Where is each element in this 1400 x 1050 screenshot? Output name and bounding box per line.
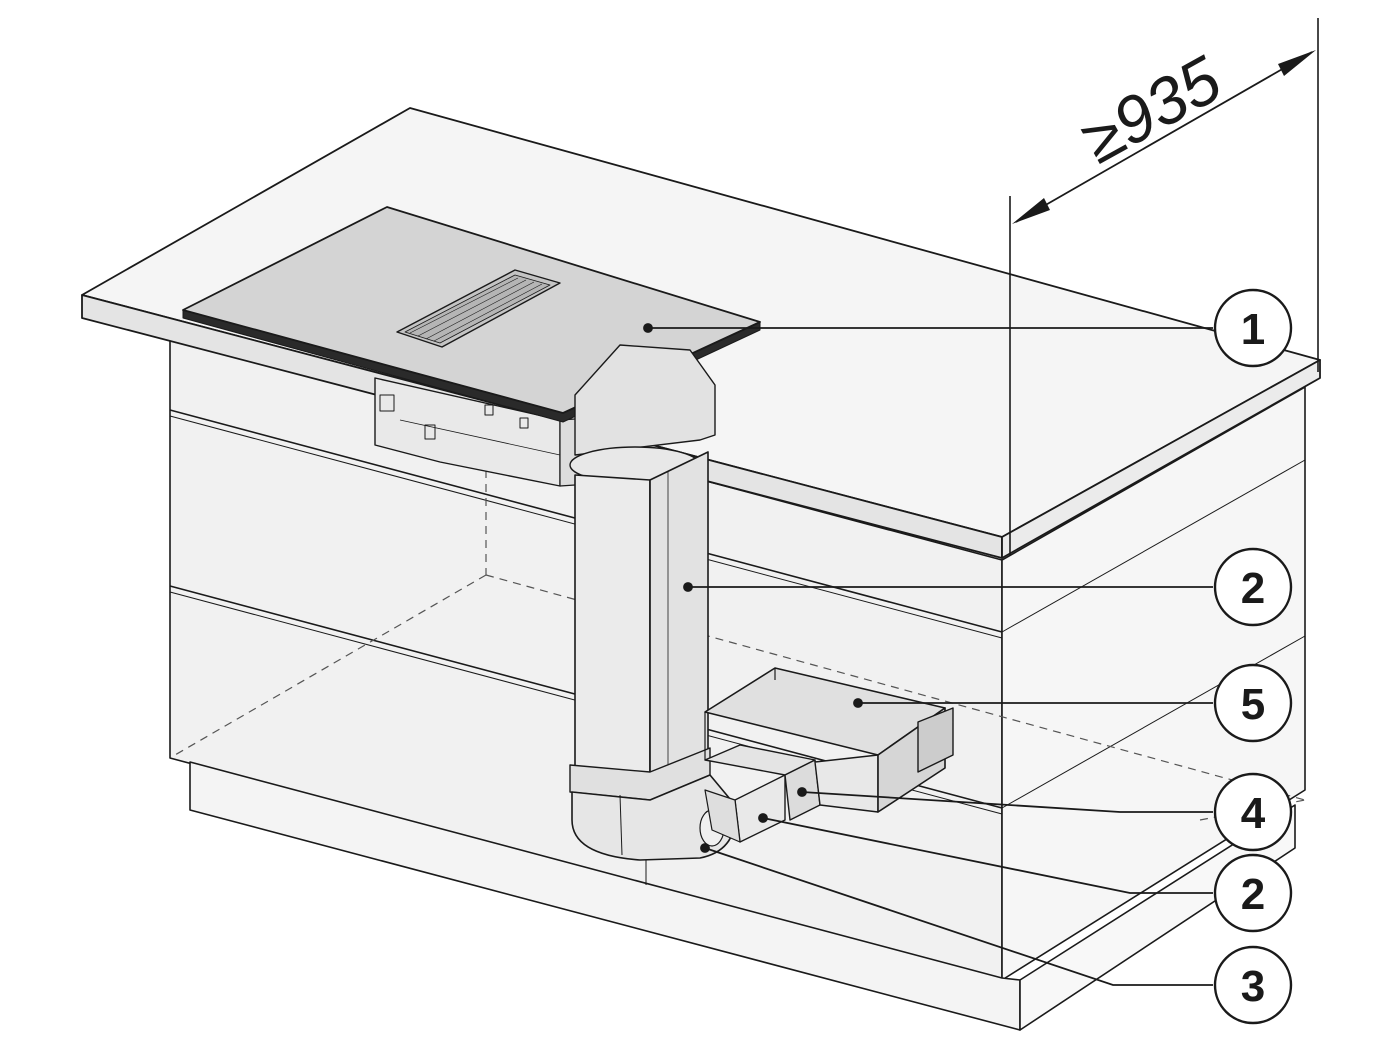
callout-1: 1	[1213, 288, 1293, 368]
hob-clip-2	[424, 424, 436, 440]
callout-number-2a: 2	[1241, 564, 1265, 613]
callout-4: 4	[1213, 772, 1293, 852]
callout-circle-2b	[1213, 853, 1293, 933]
hob-housing-detail	[399, 419, 561, 456]
filter-box-front	[814, 754, 879, 813]
callout-number-4: 4	[1241, 789, 1266, 838]
callout-circle-3	[1213, 945, 1293, 1025]
vent-grille-line-1	[409, 277, 519, 334]
duct-side	[649, 451, 709, 796]
vent-grille-line-3	[425, 281, 535, 340]
callout-number-1: 1	[1241, 305, 1265, 354]
leader-line-3	[704, 847, 1213, 986]
vent-grille-line-4	[433, 283, 543, 342]
duct-transition	[574, 344, 716, 456]
leader-dot-3	[700, 843, 710, 853]
leader-line-4	[801, 791, 1213, 813]
leader-lines	[643, 323, 1213, 986]
hob-clip-4	[519, 417, 529, 429]
downdraft-vent	[396, 269, 561, 348]
callout-number-5: 5	[1241, 680, 1265, 729]
dimension-label: ≥935	[1069, 41, 1233, 177]
hob-clip-1	[379, 394, 395, 412]
dimension-arrow-right	[1278, 50, 1316, 76]
filter-box-outlet	[917, 707, 954, 773]
leader-dot-5	[853, 698, 863, 708]
callout-2b: 2	[1213, 853, 1293, 933]
callout-number-3: 3	[1241, 962, 1265, 1011]
callout-5: 5	[1213, 663, 1293, 743]
callout-2a: 2	[1213, 547, 1293, 627]
filter-assembly	[704, 667, 954, 843]
callout-circle-4	[1213, 772, 1293, 852]
vent-slot	[404, 274, 551, 344]
callout-number-2b: 2	[1241, 870, 1265, 919]
hob-clip-3	[484, 404, 494, 416]
callout-3: 3	[1213, 945, 1293, 1025]
bend-seam	[619, 794, 623, 856]
leader-dot-4	[797, 787, 807, 797]
dimension-935	[1009, 18, 1319, 555]
callout-circle-2a	[1213, 547, 1293, 627]
plinth-side	[1019, 804, 1296, 1031]
countertop-side-edge	[1001, 359, 1321, 559]
leader-dot-1	[643, 323, 653, 333]
callout-circle-5	[1213, 663, 1293, 743]
hidden-edge-left	[174, 574, 487, 756]
dimension-line	[1015, 51, 1313, 223]
leader-dot-2b	[758, 813, 768, 823]
side-line-1	[1001, 459, 1306, 633]
horizontal-duct-side	[704, 789, 741, 843]
leader-dot-2a	[683, 582, 693, 592]
vertical-duct	[569, 344, 737, 861]
duct-front	[574, 474, 651, 796]
dimension-arrow-left	[1012, 198, 1050, 224]
leader-line-2b	[762, 817, 1213, 894]
vent-grille-line-2	[417, 279, 527, 337]
callout-circle-1	[1213, 288, 1293, 368]
